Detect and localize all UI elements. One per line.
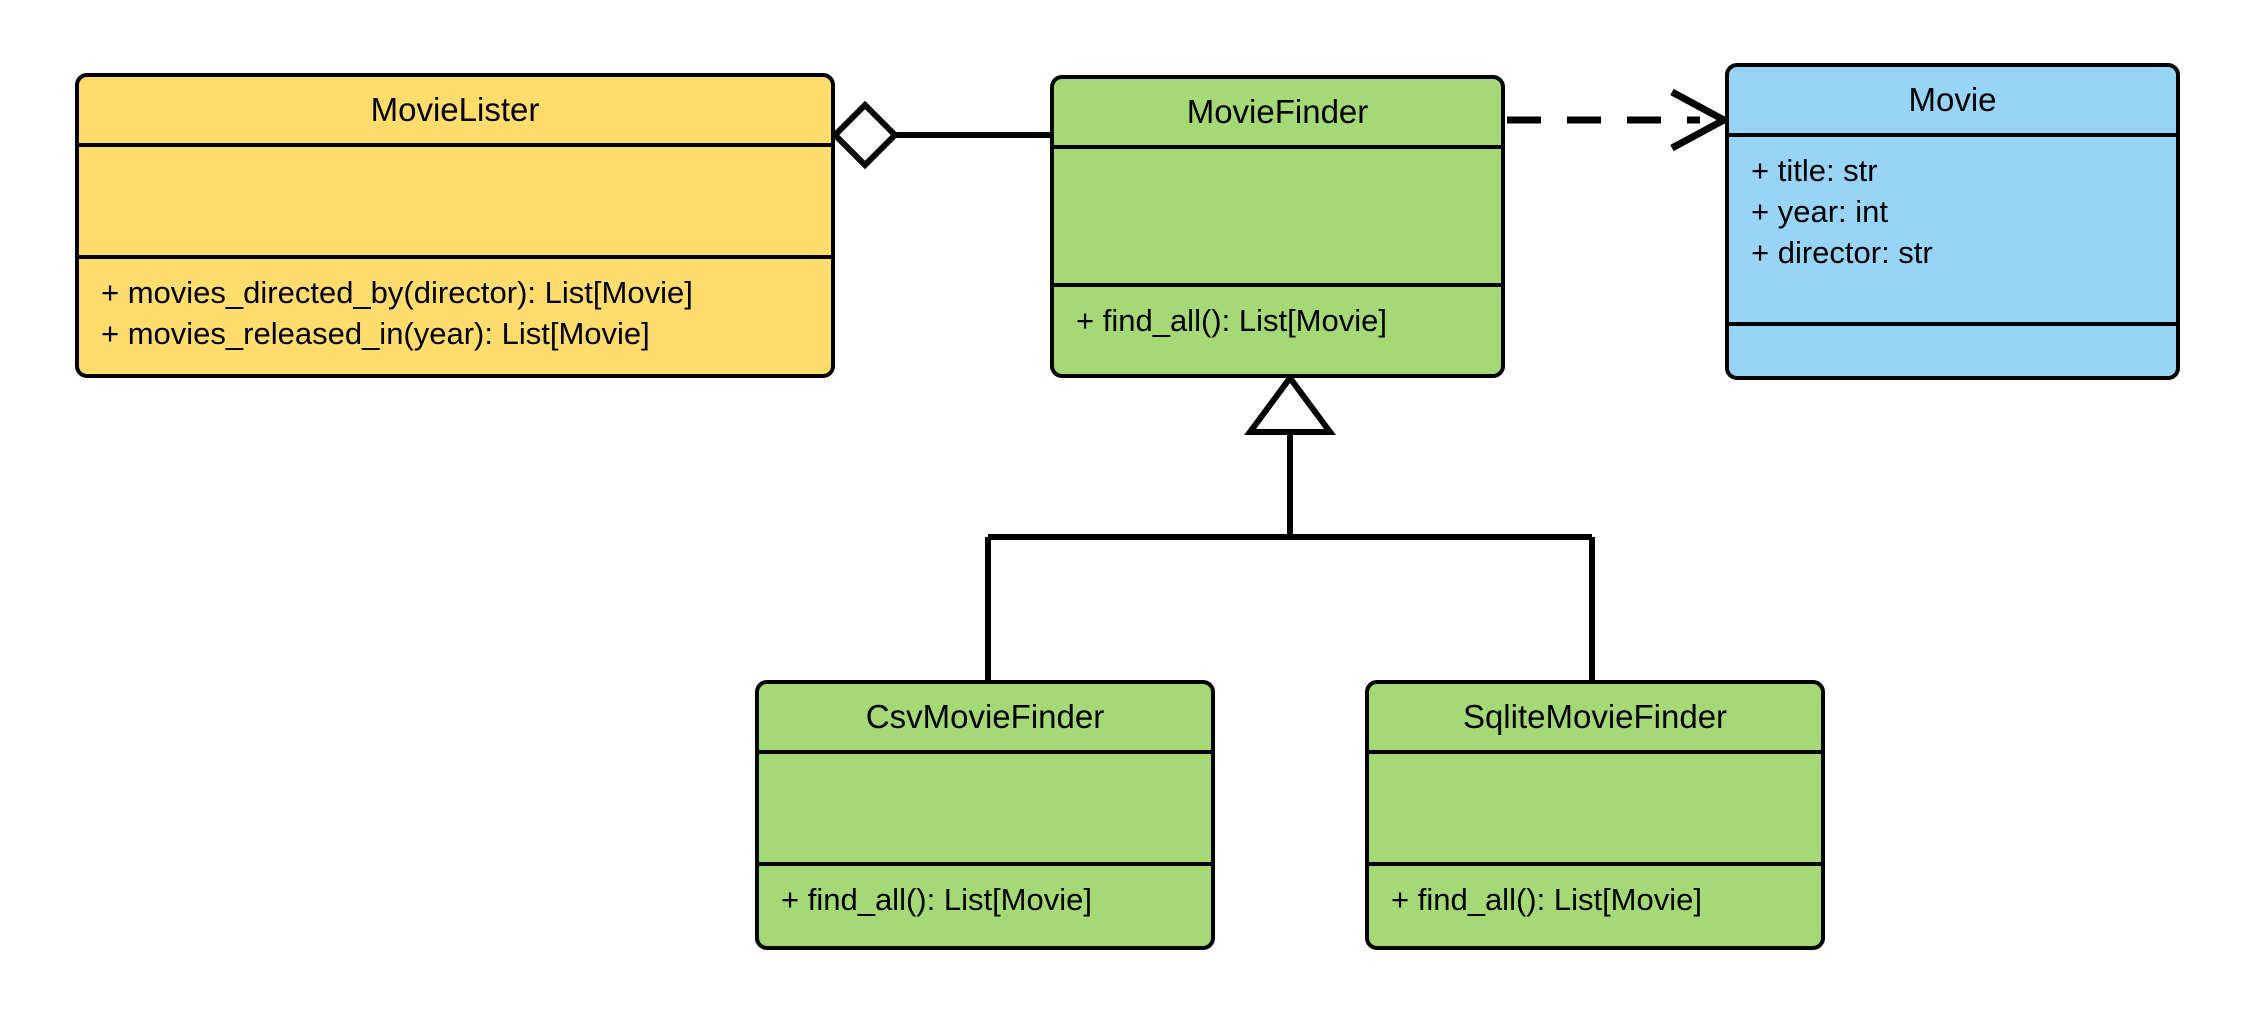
methods-compartment-movie-lister: + movies_directed_by(director): List[Mov… [79,259,831,374]
attributes-compartment-movie: + title: str + year: int + director: str [1729,137,2176,322]
attributes-compartment-movie-finder [1054,149,1501,283]
compartment-divider [759,861,1211,866]
compartment-divider [79,254,831,259]
attribute-item: + year: int [1751,193,1888,229]
attributes-compartment-csv-movie-finder [759,754,1211,862]
compartment-divider [79,143,831,147]
attributes-compartment-movie-lister [79,147,831,255]
methods-compartment-sqlite-movie-finder: + find_all(): List[Movie] [1369,866,1821,946]
class-name-sqlite-movie-finder: SqliteMovieFinder [1462,697,1728,735]
attributes-compartment-sqlite-movie-finder [1369,754,1821,862]
hollow-triangle-marker [1244,372,1336,435]
methods-compartment-movie-finder: + find_all(): List[Movie] [1054,287,1501,374]
compartment-divider [1054,283,1501,288]
methods-compartment-csv-movie-finder: + find_all(): List[Movie] [759,866,1211,946]
method-item: + movies_released_in(year): List[Movie] [101,315,650,351]
class-name-movie-lister: MovieLister [370,90,540,128]
compartment-divider [1054,145,1501,149]
method-item: + find_all(): List[Movie] [1391,881,1702,917]
class-name-csv-movie-finder: CsvMovieFinder [865,697,1105,735]
compartment-divider [1369,861,1821,866]
uml-class-movie[interactable]: Movie + title: str + year: int + directo… [1725,63,2180,380]
edge-dependency-finder-movie [1507,88,1732,152]
attribute-item: + director: str [1751,234,1933,270]
class-name-movie-finder: MovieFinder [1186,92,1369,130]
hollow-diamond-marker [830,100,900,170]
edge-generalization-tree [985,372,1595,680]
method-item: + movies_directed_by(director): List[Mov… [101,274,693,310]
compartment-divider [1729,133,2176,137]
attribute-item: + title: str [1751,153,1878,188]
edge-aggregation-lister-finder [830,100,1050,170]
uml-class-sqlite-movie-finder[interactable]: SqliteMovieFinder + find_all(): List[Mov… [1365,680,1825,950]
uml-class-movie-finder[interactable]: MovieFinder + find_all(): List[Movie] [1050,75,1505,378]
method-item: + find_all(): List[Movie] [1076,303,1387,339]
class-name-movie: Movie [1908,80,1997,118]
open-arrowhead-marker [1670,88,1732,152]
compartment-divider [1369,750,1821,754]
compartment-divider [759,750,1211,754]
uml-class-movie-lister[interactable]: MovieLister + movies_directed_by(directo… [75,73,835,378]
methods-compartment-movie [1729,326,2176,376]
method-item: + find_all(): List[Movie] [781,881,1092,917]
uml-class-csv-movie-finder[interactable]: CsvMovieFinder + find_all(): List[Movie] [755,680,1215,950]
compartment-divider [1729,322,2176,326]
